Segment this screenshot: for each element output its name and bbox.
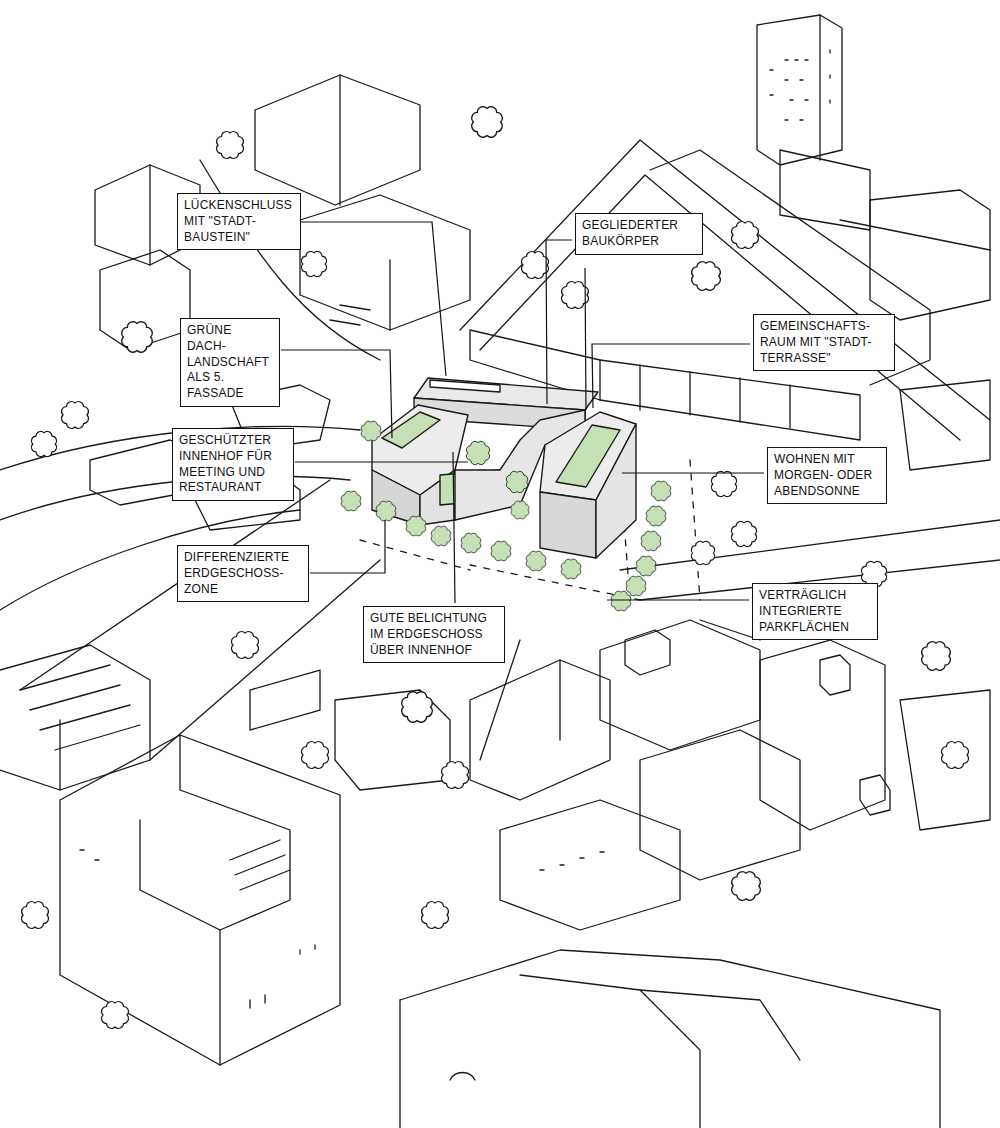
callout-text: GESCHÜTZTER INNENHOF FÜR MEETING UND RES… [179, 433, 287, 496]
callout-text: GUTE BELICHTUNG IM ERDGESCHOSS ÜBER INNE… [370, 611, 498, 658]
callout-text: GEGLIEDERTER BAUKÖRPER [582, 218, 696, 250]
callout-box: GRÜNE DACH- LANDSCHAFT ALS 5. FASSADE [180, 318, 280, 407]
callout-box: GUTE BELICHTUNG IM ERDGESCHOSS ÜBER INNE… [363, 606, 505, 663]
callout-box: LÜCKENSCHLUSS MIT "STADT- BAUSTEIN" [177, 193, 301, 250]
callout-text: LÜCKENSCHLUSS MIT "STADT- BAUSTEIN" [184, 198, 294, 245]
callout-text: WOHNEN MIT MORGEN- ODER ABENDSONNE [774, 452, 880, 499]
callout-box: GEMEINSCHAFTS- RAUM MIT "STADT-TERRASSE" [753, 314, 895, 371]
callout-box: GEGLIEDERTER BAUKÖRPER [575, 213, 703, 255]
callout-box: WOHNEN MIT MORGEN- ODER ABENDSONNE [767, 447, 887, 504]
callout-text: GEMEINSCHAFTS- RAUM MIT "STADT-TERRASSE" [760, 319, 888, 366]
callout-box: VERTRÄGLICH INTEGRIERTE PARKFLÄCHEN [752, 583, 878, 640]
callout-box: DIFFERENZIERTE ERDGESCHOSS- ZONE [177, 545, 309, 602]
callout-text: GRÜNE DACH- LANDSCHAFT ALS 5. FASSADE [187, 323, 273, 402]
callout-text: DIFFERENZIERTE ERDGESCHOSS- ZONE [184, 550, 302, 597]
callout-box: GESCHÜTZTER INNENHOF FÜR MEETING UND RES… [172, 428, 294, 501]
callout-text: VERTRÄGLICH INTEGRIERTE PARKFLÄCHEN [759, 588, 871, 635]
